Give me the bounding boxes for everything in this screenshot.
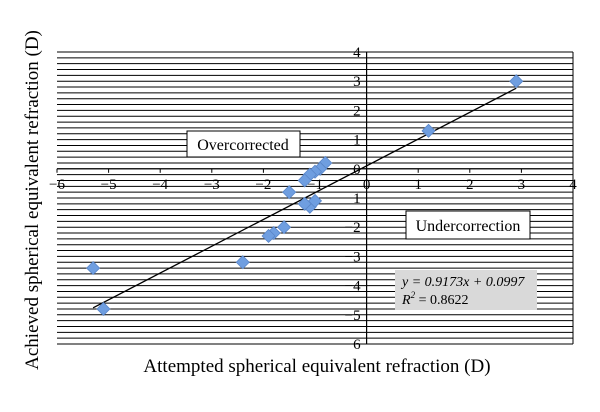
- x-tick-label: 3: [518, 177, 526, 193]
- y-tick-label: −1: [345, 191, 361, 207]
- y-tick-label: 1: [353, 133, 361, 149]
- x-tick-label: −4: [152, 177, 168, 193]
- y-tick-label: 3: [353, 74, 361, 90]
- x-tick-label: −3: [204, 177, 220, 193]
- equation-background: [395, 270, 537, 310]
- overcorrected-label: Overcorrected: [197, 137, 289, 154]
- data-point: [297, 196, 312, 211]
- y-tick-label: −6: [345, 337, 361, 353]
- data-point: [297, 173, 312, 188]
- y-tick-label: −2: [345, 220, 361, 236]
- equation-line: y = 0.9173x + 0.0997: [400, 275, 525, 290]
- y-tick-label: 4: [353, 45, 361, 61]
- x-tick-label: −2: [255, 177, 271, 193]
- y-axis-title: Achieved spherical equivalent refraction…: [22, 30, 43, 370]
- undercorrection-annotation: Undercorrection: [405, 210, 531, 240]
- r-squared-line: R2 = 0.8622: [401, 290, 468, 308]
- undercorrection-box: [405, 210, 531, 240]
- x-tick-label: −6: [49, 177, 65, 193]
- r-squared-superscript: 2: [411, 290, 416, 300]
- data-point: [276, 220, 292, 235]
- x-tick-label: −5: [101, 177, 117, 193]
- x-tick-label: 2: [466, 177, 474, 193]
- data-point: [509, 74, 524, 89]
- y-tick-label: −5: [345, 308, 361, 324]
- data-point: [96, 301, 111, 317]
- y-tick-label: −4: [345, 279, 361, 295]
- data-point: [307, 193, 323, 208]
- data-point: [282, 185, 297, 200]
- r-squared-value: = 0.8622: [415, 293, 468, 308]
- data-points: [86, 74, 524, 317]
- x-tick-label: 4: [569, 177, 577, 193]
- overcorrected-box: [186, 130, 301, 158]
- overcorrected-annotation: Overcorrected: [186, 130, 301, 158]
- x-tick-label: 0: [363, 177, 371, 193]
- undercorrection-label: Undercorrection: [416, 218, 521, 235]
- x-tick-label: 1: [414, 177, 422, 193]
- r-squared-prefix: R: [401, 293, 411, 308]
- data-point: [421, 123, 436, 138]
- y-tick-labels: 4 3 2 1 0 −1 −2 −3 −4 −5 −6: [345, 45, 361, 353]
- y-tick-label: 0: [353, 162, 361, 178]
- x-axis-title: Attempted spherical equivalent refractio…: [143, 356, 490, 377]
- data-point: [261, 228, 276, 244]
- y-tick-label: 2: [353, 103, 361, 119]
- data-point: [86, 261, 101, 276]
- regression-equation-box: y = 0.9173x + 0.0997 R2 = 0.8622: [395, 270, 537, 310]
- data-point: [235, 255, 250, 270]
- y-tick-label: −3: [345, 249, 361, 265]
